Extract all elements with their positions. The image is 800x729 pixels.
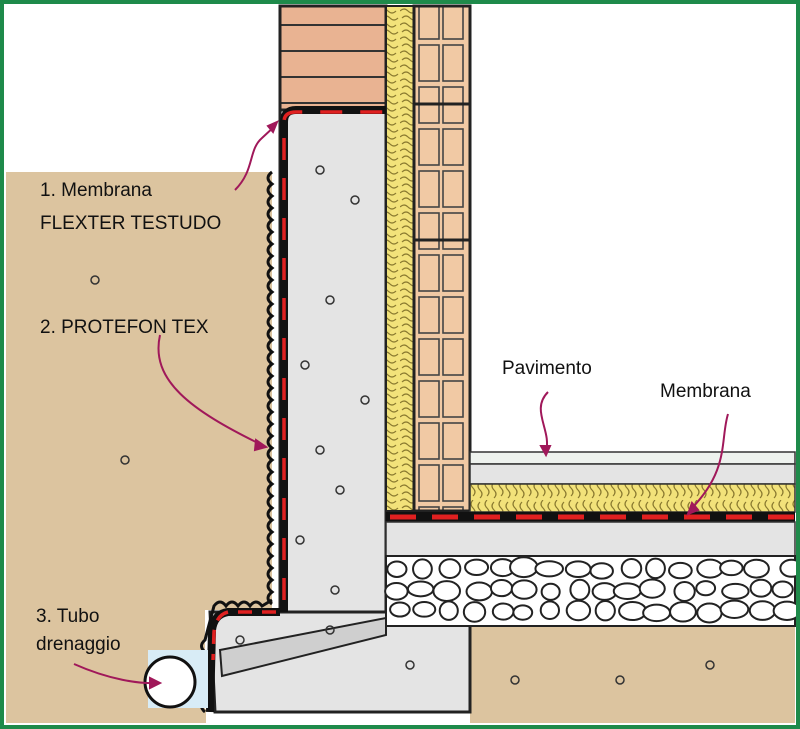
protefon-sheet: [266, 170, 275, 606]
gravel-stone: [384, 582, 409, 601]
leader-membrana-1: [234, 124, 277, 191]
gravel-stone: [696, 558, 724, 579]
floor-slab: [385, 521, 796, 557]
speckle: [315, 445, 325, 455]
speckle: [90, 275, 100, 285]
gravel-stone: [406, 580, 435, 598]
gravel-stone: [668, 561, 693, 580]
label-drenaggio: drenaggio: [36, 634, 121, 655]
hollow-brick-wall: [412, 4, 472, 513]
soil-left: [6, 172, 272, 709]
gravel-stone: [462, 601, 487, 623]
gravel-layer: [384, 555, 800, 627]
gravel-stone: [779, 558, 800, 578]
brick-wall: [278, 4, 388, 112]
gravel-stone: [389, 601, 411, 618]
gravel-stone: [673, 580, 696, 602]
gravel-stone: [509, 556, 539, 579]
speckle: [300, 360, 310, 370]
label-membrana-1: 1. Membrana: [40, 180, 152, 201]
gravel-stone: [512, 604, 534, 621]
speckle: [120, 455, 130, 465]
gravel-stone: [772, 600, 800, 621]
footing-sloped-layer: [218, 616, 387, 678]
vertical-insulation: [385, 5, 415, 512]
speckle: [235, 635, 245, 645]
leader-protefon: [157, 334, 263, 446]
speckle: [350, 195, 360, 205]
gravel-stone: [432, 580, 461, 602]
speckle: [330, 585, 340, 595]
gravel-stone: [386, 560, 408, 578]
gravel-stone: [569, 578, 591, 601]
gravel-stone: [564, 560, 592, 579]
speckle: [510, 675, 520, 685]
gravel-stone: [412, 601, 437, 618]
gravel-stone: [618, 600, 648, 622]
gravel-stone: [645, 557, 666, 580]
footing-membrane-red-line: [211, 610, 276, 661]
gravel-stone: [464, 558, 490, 577]
concrete-wall: [278, 108, 388, 614]
label-protefon: 2. PROTEFON TEX: [40, 317, 209, 338]
gravel-stone: [638, 578, 666, 599]
gravel-stone: [594, 599, 616, 622]
wall-membrane-red-line: [282, 110, 384, 600]
gravel-stone: [620, 558, 643, 579]
gravel-stone: [743, 558, 770, 579]
gravel-stone: [696, 602, 723, 624]
gravel-stone: [539, 600, 561, 621]
speckle: [360, 395, 370, 405]
gravel-stone: [510, 579, 538, 600]
gravel-stone: [565, 599, 592, 622]
gravel-stone: [489, 579, 514, 598]
gravel-stone: [749, 578, 773, 598]
gravel-stone: [534, 560, 564, 578]
label-pavimento: Pavimento: [502, 358, 592, 379]
soil-bottom: [470, 625, 795, 723]
floor-screed: [469, 463, 796, 485]
gravel-stone: [721, 582, 750, 600]
speckle: [705, 660, 715, 670]
label-tubo: 3. Tubo: [36, 606, 99, 627]
gravel-stone: [695, 580, 717, 597]
gravel-stone: [719, 559, 744, 577]
speckle: [335, 485, 345, 495]
speckle: [315, 165, 325, 175]
gravel-stone: [748, 600, 777, 621]
gravel-stone: [491, 602, 515, 621]
floor-membrane: [386, 512, 795, 522]
gravel-stone: [438, 600, 459, 621]
gravel-stone: [642, 603, 672, 623]
soil-base: [6, 709, 206, 723]
speckle: [615, 675, 625, 685]
gravel-stone: [540, 582, 561, 601]
speckle: [325, 295, 335, 305]
gravel-stone: [771, 580, 794, 599]
gravel-stone: [465, 581, 494, 602]
leader-lines: [73, 120, 729, 690]
floor-pavement: [469, 451, 796, 465]
gravel-stone: [412, 558, 433, 580]
gravel-stone: [612, 582, 642, 600]
gravel-stone: [719, 599, 750, 619]
gravel-stone: [589, 562, 614, 580]
gravel-stone: [669, 601, 697, 623]
leader-membrana-floor: [689, 413, 729, 511]
gravel-stone: [438, 558, 462, 579]
label-membrana-floor: Membrana: [660, 381, 751, 402]
floor-insulation: [469, 483, 796, 513]
aggregate-speckles: [90, 165, 715, 685]
speckle: [295, 535, 305, 545]
speckle: [325, 625, 335, 635]
speckle: [405, 660, 415, 670]
label-flexter-testudo: FLEXTER TESTUDO: [40, 213, 221, 234]
